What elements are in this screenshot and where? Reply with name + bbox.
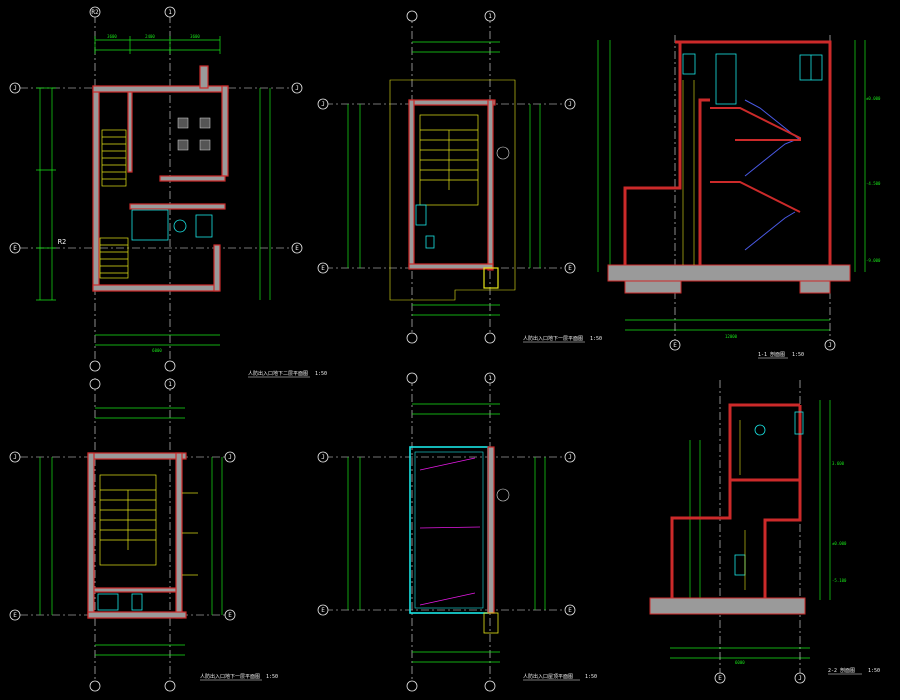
dimension-text: 3600: [190, 34, 200, 39]
axis-label-j: J: [828, 342, 832, 349]
drawing-title: 人防出入口屋顶平面图: [523, 673, 573, 680]
section-2-2: E J 3.600 ±0.000 -5.100 6000 2-2 剖面图 1:5…: [649, 380, 880, 684]
dimension-text: 6000: [735, 660, 745, 665]
axis-label-j: J: [228, 454, 232, 461]
axis-label-e: E: [321, 607, 325, 614]
axis-label-e: E: [568, 265, 572, 272]
drawing-title: 2-2 剖面图: [828, 667, 855, 674]
elevation-text: -5.100: [832, 578, 847, 583]
drawing-scale: 1:50: [315, 371, 327, 377]
axis-label-e: E: [673, 342, 677, 349]
axis-label-e: E: [718, 675, 722, 682]
elevation-text: -4.500: [866, 181, 881, 186]
plan-top-middle: 1 J J E E 人防出入口地下一层平面图 1:50: [317, 10, 602, 344]
plan-bottom-left: 1 J J E E 人防出入口地下一层平面图 1:50: [9, 378, 278, 692]
axis-label-e: E: [568, 607, 572, 614]
drawing-title: 人防出入口地下一层平面图: [200, 673, 260, 680]
drawing-scale: 1:50: [590, 336, 602, 342]
axis-label-1: 1: [488, 13, 492, 20]
axis-label-j: J: [798, 675, 802, 682]
axis-label-r2: R2: [58, 238, 66, 246]
axis-label-j: J: [568, 454, 572, 461]
axis-label-j: J: [568, 101, 572, 108]
axis-label-1: 1: [488, 375, 492, 382]
axis-label-1: 1: [168, 9, 172, 16]
drawing-scale: 1:50: [266, 674, 278, 680]
axis-label-r2: R2: [91, 9, 99, 16]
drawing-scale: 1:50: [868, 668, 880, 674]
axis-label-j: J: [13, 454, 17, 461]
axis-label-j: J: [321, 454, 325, 461]
axis-label-e: E: [228, 612, 232, 619]
axis-label-j: J: [295, 85, 299, 92]
elevation-text: -9.000: [866, 258, 881, 263]
axis-label-e: E: [295, 245, 299, 252]
section-1-1: E J ±0.000 -4.500 -9.000 12000 1-1 剖面图 1…: [597, 35, 881, 359]
axis-label-e: E: [13, 612, 17, 619]
drawing-scale: 1:50: [585, 674, 597, 680]
elevation-text: 3.600: [832, 461, 845, 466]
elevation-text: ±0.000: [832, 541, 847, 546]
dimension-text: 2400: [145, 34, 155, 39]
axis-label-e: E: [321, 265, 325, 272]
dimension-text: 6000: [152, 348, 162, 353]
axis-label-e: E: [13, 245, 17, 252]
elevation-text: ±0.000: [866, 96, 881, 101]
dimension-text: 12000: [725, 334, 738, 339]
axis-label-j: J: [321, 101, 325, 108]
dimension-text: 3600: [107, 34, 117, 39]
axis-label-j: J: [13, 85, 17, 92]
drawing-title: 人防出入口地下一层平面图: [523, 335, 583, 342]
drawing-title: 1-1 剖面图: [758, 351, 785, 358]
drawing-scale: 1:50: [792, 352, 804, 358]
drawing-title: 人防出入口地下二层平面图: [248, 370, 308, 377]
plan-top-left: R2 1 J J E E R2 3600 2400 3600 6000 人防出入…: [9, 6, 327, 378]
plan-bottom-middle: 1 J J E E 人防出入口屋顶平面图 1:50: [317, 372, 597, 692]
axis-label-1: 1: [168, 381, 172, 388]
